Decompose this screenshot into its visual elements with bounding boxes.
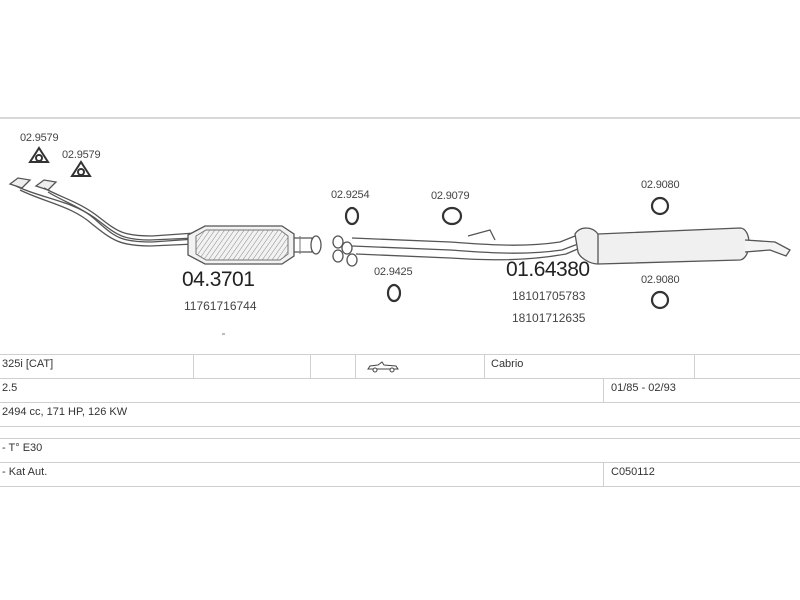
ring-icon xyxy=(441,206,463,226)
catalyst-oe-number: 11761716744 xyxy=(184,299,257,313)
ring-icon xyxy=(386,283,402,303)
clamp-icon xyxy=(70,160,92,177)
ring-part-number[interactable]: 02.9079 xyxy=(431,190,470,202)
clamp-part-number[interactable]: 02.9579 xyxy=(62,149,101,161)
exhaust-diagram: 02.9579 02.9579 04.3701 11761716744 02.9… xyxy=(0,118,800,353)
middle-part-number[interactable]: 01.64380 xyxy=(506,258,590,281)
mount-icon xyxy=(650,290,670,310)
clamp-part-number[interactable]: 02.9579 xyxy=(20,132,59,144)
feature-note: - Kat Aut. xyxy=(2,466,48,478)
mount-icon xyxy=(650,196,670,216)
cabrio-car-icon xyxy=(367,361,399,373)
chassis-code: - T° E30 xyxy=(2,442,43,454)
catalyst-icon xyxy=(187,225,322,265)
engine-size: 2.5 xyxy=(2,382,18,394)
catalog-code: C050112 xyxy=(611,466,655,478)
engine-spec: 2494 cc, 171 HP, 126 KW xyxy=(2,406,128,418)
middle-oe-number: 18101705783 xyxy=(512,289,586,303)
ring-part-number[interactable]: 02.9254 xyxy=(331,189,370,201)
mount-part-number[interactable]: 02.9080 xyxy=(641,179,680,191)
production-years: 01/85 - 02/93 xyxy=(611,382,676,394)
middle-oe-number: 18101712635 xyxy=(512,311,586,325)
ring-part-number[interactable]: 02.9425 xyxy=(374,266,413,278)
body-type: Cabrio xyxy=(491,358,524,370)
ring-icon xyxy=(344,206,360,226)
catalyst-part-number[interactable]: 04.3701 xyxy=(182,268,255,291)
front-pipe xyxy=(8,177,196,247)
mount-part-number[interactable]: 02.9080 xyxy=(641,274,680,286)
exhaust-drawing xyxy=(8,146,791,335)
vehicle-model: 325i [CAT] xyxy=(2,358,54,370)
silencer-icon xyxy=(574,227,791,265)
clamp-icon xyxy=(28,146,50,163)
top-divider xyxy=(0,117,800,119)
middle-pipe xyxy=(332,229,581,267)
